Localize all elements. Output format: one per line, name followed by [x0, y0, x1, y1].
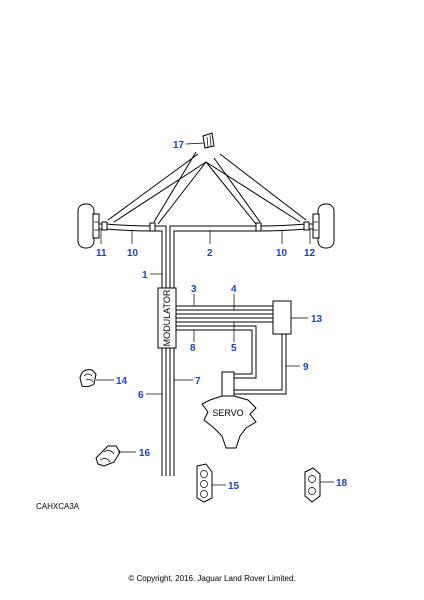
valve-block-13	[227, 300, 292, 398]
right-wheel	[312, 203, 335, 249]
copyright-notice: © Copyright, 2016. Jaguar Land Rover Lim…	[128, 574, 296, 583]
cross-pipes	[99, 221, 313, 476]
clip-15	[196, 463, 213, 503]
callout-4: 4	[231, 284, 237, 295]
callouts: 17 11 10 2 10 12 1 3 4 13 8 5 9 14 7 6 1…	[96, 140, 348, 492]
sensor-18	[202, 132, 215, 149]
clip-16	[95, 445, 121, 467]
modulator: MODULATOR	[157, 287, 177, 349]
clip-14	[79, 369, 97, 388]
modulator-pipes	[176, 305, 273, 379]
callout-11: 11	[96, 248, 107, 259]
callout-16: 16	[139, 448, 151, 459]
callout-17: 18	[336, 478, 348, 489]
callout-10-left: 10	[127, 248, 139, 259]
callout-10-right: 10	[276, 248, 288, 259]
servo: SERVO	[201, 371, 257, 449]
callout-2: 2	[207, 248, 213, 259]
callout-3: 3	[191, 284, 197, 295]
callout-13: 13	[311, 314, 323, 325]
callout-12: 12	[304, 248, 316, 259]
callout-5: 5	[231, 343, 237, 354]
callout-18: 17	[173, 140, 185, 151]
callout-14: 14	[116, 376, 128, 387]
callout-15: 15	[228, 481, 240, 492]
callout-1: 1	[142, 270, 148, 281]
callout-8: 8	[190, 343, 196, 354]
callout-6: 6	[138, 390, 144, 401]
servo-label: SERVO	[212, 408, 243, 418]
leader-lines	[96, 142, 334, 486]
callout-7: 7	[195, 376, 201, 387]
callout-9: 9	[303, 362, 309, 373]
modulator-label: MODULATOR	[162, 289, 172, 346]
drawing-reference: CAHXCA3A	[36, 502, 80, 511]
harness-lines	[107, 151, 307, 225]
left-wheel	[77, 203, 100, 249]
clip-17	[304, 467, 321, 503]
